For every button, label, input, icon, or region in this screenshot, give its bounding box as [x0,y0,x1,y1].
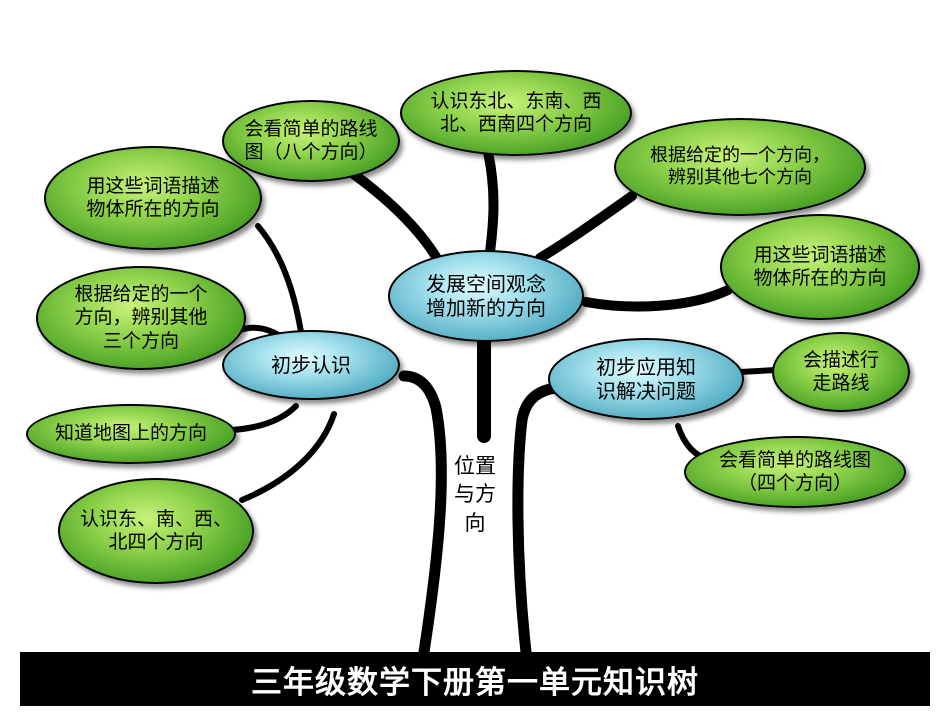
branch-center-leaf-4 [581,285,733,312]
leaf-identify-other-three-directions: 根据给定的一个 方向，辨别其他 三个方向 [36,266,246,370]
hub-initial-understanding: 初步认识 [222,330,400,400]
leaf-describe-walking-route: 会描述行 走路线 [772,332,910,412]
leaf-know-map-directions: 知道地图上的方向 [26,404,236,464]
leaf-describe-object-direction-right: 用这些词语描述 物体所在的方向 [720,214,920,320]
page-title: 三年级数学下册第一单元知识树 [251,664,699,701]
branch-right-leaf-1 [737,367,779,375]
hub-apply-knowledge: 初步应用知 识解决问题 [548,338,744,420]
leaf-read-route-map-8-directions: 会看简单的路线 图（八个方向） [222,100,400,182]
trunk-right-edge [512,382,562,658]
leaf-know-intercardinal-directions: 认识东北、东南、西 北、西南四个方向 [400,70,632,156]
leaf-identify-other-seven-directions: 根据给定的一个方向， 辨别其他七个方向 [614,118,866,216]
trunk-label: 位置 与方 向 [454,454,496,535]
branch-left-leaf-1 [255,223,305,341]
leaf-know-cardinal-directions: 认识东、南、西、 北四个方向 [58,478,254,584]
leaf-describe-object-direction-left: 用这些词语描述 物体所在的方向 [44,146,262,250]
branch-center-leaf-1 [343,165,443,265]
branch-center-leaf-3 [535,191,637,263]
hub-develop-spatial-concepts: 发展空间观念 增加新的方向 [388,250,584,342]
leaf-read-route-map-4-directions: 会看简单的路线图 （四个方向） [684,436,906,508]
title-bar: 三年级数学下册第一单元知识树 [20,652,930,706]
trunk-left-edge [398,370,447,658]
branch-center-leaf-2 [483,147,499,257]
branch-left-leaf-3 [229,403,299,433]
branch-left-leaf-4 [239,411,337,503]
